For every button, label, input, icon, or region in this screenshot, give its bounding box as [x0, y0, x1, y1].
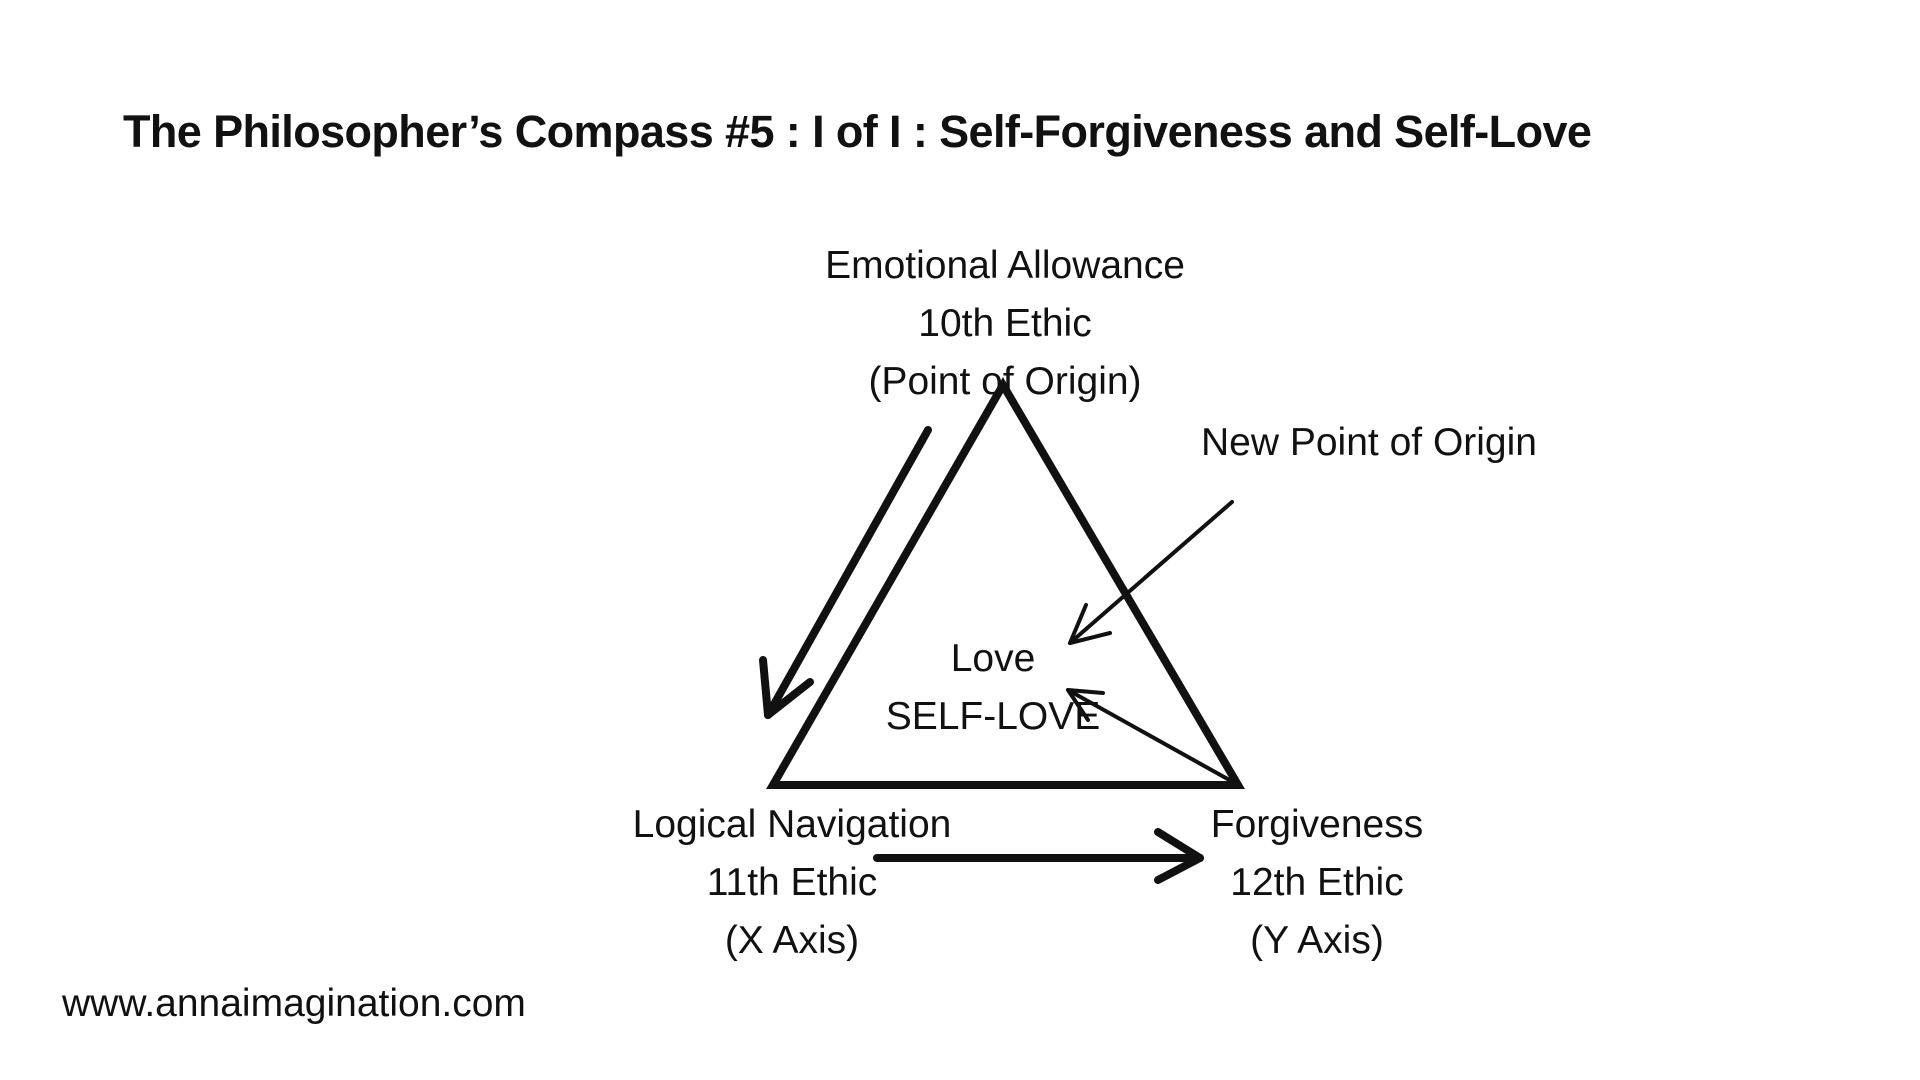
website-url: www.annaimagination.com [62, 982, 526, 1025]
center-line-love: Love [950, 637, 1036, 680]
vertex-top-role: (Point of Origin) [868, 360, 1142, 403]
vertex-left-ethic: 11th Ethic [706, 861, 878, 904]
vertex-label-top: Emotional Allowance 10th Ethic (Point of… [825, 237, 1185, 411]
center-line-self-love: SELF-LOVE [885, 695, 1101, 738]
vertex-right-ethic: 12th Ethic [1230, 861, 1404, 904]
vertex-left-name: Logical Navigation [632, 803, 952, 846]
arrow-new-origin-to-center [1068, 500, 1234, 645]
vertex-label-right: Forgiveness 12th Ethic (Y Axis) [1211, 796, 1423, 970]
vertex-top-ethic: 10th Ethic [918, 302, 1092, 345]
arrow-right-to-center [1066, 688, 1235, 784]
arrow-top-to-left [759, 426, 932, 719]
vertex-right-role: (Y Axis) [1250, 919, 1384, 962]
page-title: The Philosopher’s Compass #5 : I of I : … [123, 106, 1592, 157]
vertex-right-name: Forgiveness [1210, 803, 1424, 846]
vertex-top-name: Emotional Allowance [825, 244, 1185, 287]
vertex-left-role: (X Axis) [724, 919, 860, 962]
vertex-label-left: Logical Navigation 11th Ethic (X Axis) [633, 796, 952, 970]
new-origin-label: New Point of Origin [1201, 421, 1537, 464]
compass-triangle [766, 377, 1245, 789]
arrow-left-to-right [873, 828, 1204, 884]
center-label: Love SELF-LOVE [886, 630, 1101, 746]
